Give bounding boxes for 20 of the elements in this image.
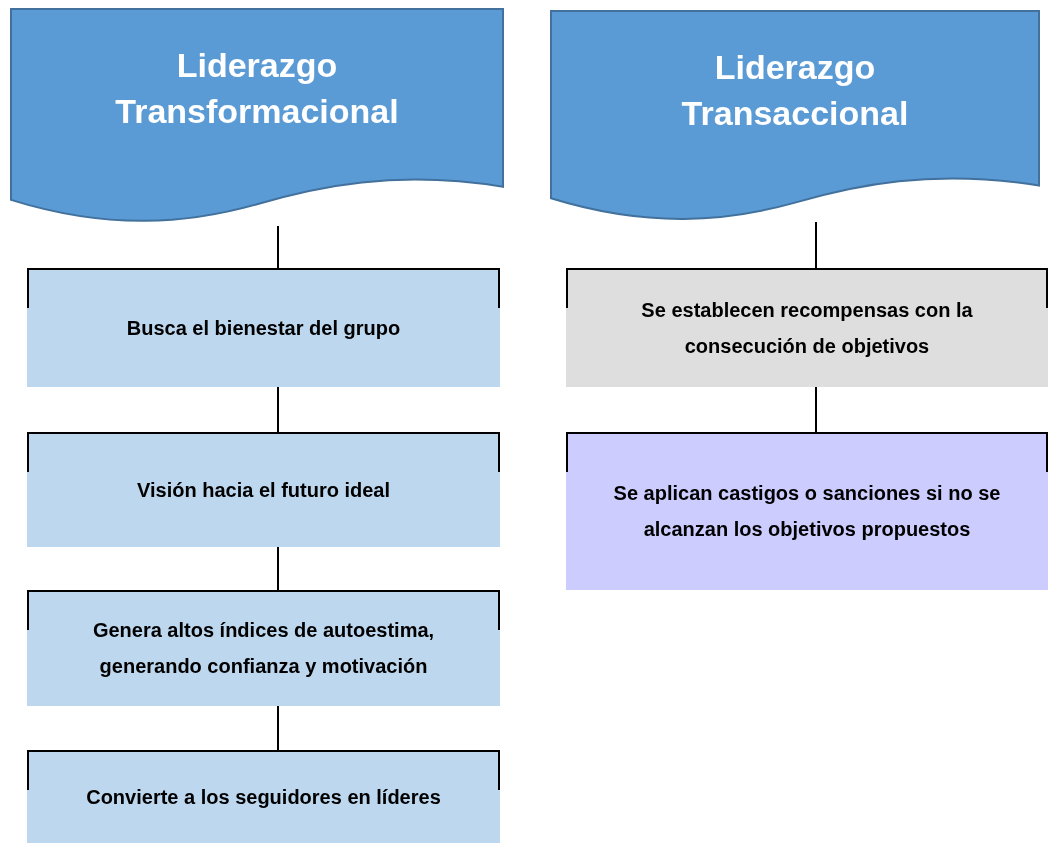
process-box [27, 268, 500, 387]
process-box [566, 432, 1048, 590]
connector-line [277, 705, 279, 751]
connector-line [815, 386, 817, 433]
connector-line [277, 546, 279, 591]
box-text: Visión hacia el futuro ideal [137, 477, 390, 503]
connector-line [815, 221, 817, 269]
process-box [27, 432, 500, 547]
box-text: Se aplican castigos o sanciones si no se alcanzan los objetivos propuestos [612, 481, 1002, 542]
box-text: Se establecen recompensas con la consecución de objetivos [640, 297, 974, 359]
process-box [27, 590, 500, 706]
connector-line [277, 386, 279, 433]
box-text: Busca el bienestar del grupo [126, 315, 401, 341]
connector-line [277, 225, 279, 269]
heading-text: Liderazgo Transaccional [680, 47, 910, 134]
box-text: Convierte a los seguidores en líderes [86, 784, 441, 810]
process-box [566, 268, 1048, 387]
heading-text: Liderazgo Transformacional [114, 45, 400, 132]
box-text: Genera altos índices de autoestima, generando confianza y motivación [91, 618, 436, 679]
process-box [27, 750, 500, 843]
